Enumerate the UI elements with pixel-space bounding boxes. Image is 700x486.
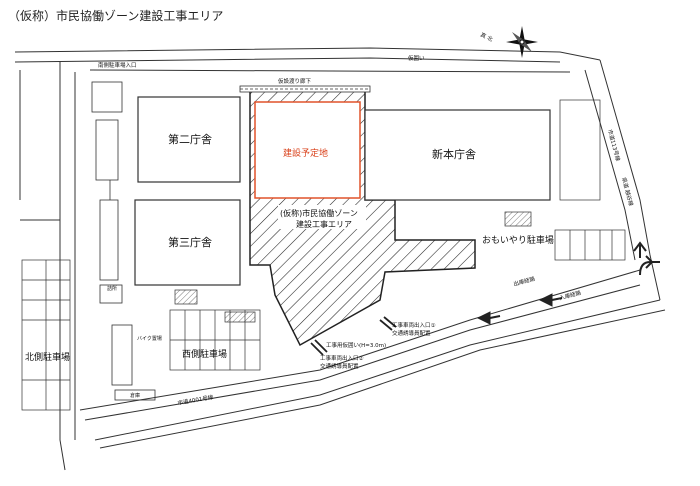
label-storage: 倉庫 [130,392,140,399]
west-structures [91,81,156,401]
label-city-road: 市道4001号線 [177,393,214,407]
label-north-arrow: 真 北 [479,31,494,44]
north-arrow [506,26,538,58]
buildings [134,96,551,286]
label-gate1-line2: 交通誘導員配置 [392,329,431,337]
construction-gates [310,316,397,356]
west-parking [169,289,261,371]
label-omoiyari-parking: おもいやり駐車場 [482,234,554,246]
label-gate2-line2: 交通誘導員配置 [320,362,359,370]
label-gate2-line1: 工事車両出入口② [320,354,364,362]
map-title: （仮称）市民協働ゾーン建設工事エリア [8,9,224,23]
label-third-office: 第三庁舎 [168,235,212,249]
label-second-office: 第二庁舎 [168,132,212,146]
new-main-office-building [364,109,551,201]
label-north-parking: 北側駐車場 [25,351,70,363]
north-parking [21,259,71,411]
second-office-building [137,96,241,183]
label-kiosk: 詰所 [107,285,117,292]
label-west-parking: 西側駐車場 [182,348,227,360]
label-construction-area-1: (仮称)市民協働ゾーン [280,208,358,218]
temp-walkway [239,85,371,93]
label-south-parking-entrance: 南側駐車場入口 [98,61,137,69]
label-temp-fence-height: 工事用仮囲い(H=3.0m) [326,341,386,349]
label-temp-fence-top: 仮囲い [408,54,425,62]
road-lines [14,47,666,471]
label-city-road-right: 市道113号線 [606,128,622,162]
third-office-building [134,199,241,286]
planned-site-outline [254,101,361,199]
label-bike-parking: バイク置場 [137,335,162,342]
label-planned-site: 建設予定地 [283,147,328,159]
label-exit-route: 出庫経路 [512,274,536,288]
omoiyari-parking-stalls [504,99,626,261]
label-construction-area-2: 建設工事エリア [296,219,352,229]
route-arrows [476,241,660,325]
label-new-main-office: 新本庁舎 [432,147,476,161]
label-temp-walkway: 仮設渡り廊下 [278,77,312,85]
label-gate1-line1: 工事車両出入口① [392,321,436,329]
